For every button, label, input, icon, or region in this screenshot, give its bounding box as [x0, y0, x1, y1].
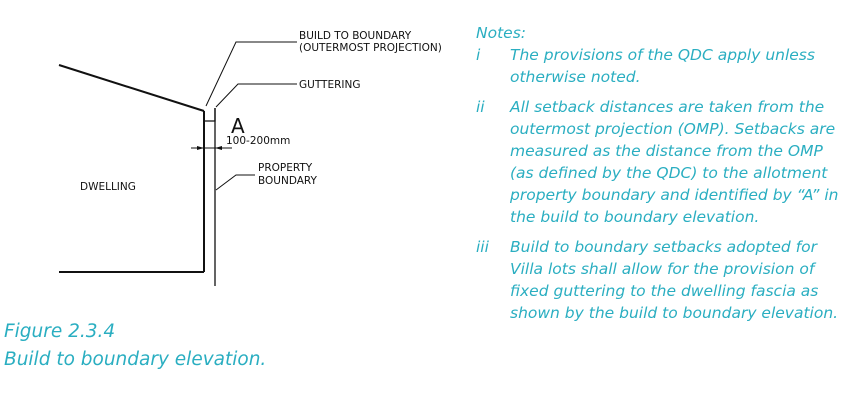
- note-text: The provisions of the QDC apply unless o…: [510, 46, 815, 86]
- leader-build-to-boundary: [205, 41, 297, 107]
- note-text: Build to boundary setbacks adopted for V…: [510, 238, 839, 322]
- note-text: All setback distances are taken from the…: [510, 98, 839, 226]
- label-guttering: GUTTERING: [299, 79, 360, 91]
- label-dimension: 100-200mm: [226, 135, 290, 147]
- figure-number: Figure 2.3.4: [4, 321, 116, 342]
- note-number: i: [476, 46, 481, 64]
- roof-line: [58, 64, 205, 112]
- leader-guttering: [215, 83, 297, 108]
- note-item: i The provisions of the QDC apply unless…: [476, 44, 846, 88]
- figure-title: Build to boundary elevation.: [4, 349, 267, 370]
- note-number: ii: [476, 98, 485, 116]
- label-build-to-boundary: BUILD TO BOUNDARY: [299, 30, 412, 42]
- notes-panel: Notes: i The provisions of the QDC apply…: [476, 22, 846, 332]
- dimension-arrow-left: [197, 146, 204, 150]
- note-item: iii Build to boundary setbacks adopted f…: [476, 236, 846, 324]
- dimension-arrow-right: [215, 146, 222, 150]
- gutter-shape: [203, 108, 216, 122]
- label-boundary: BOUNDARY: [258, 175, 318, 187]
- build-to-boundary-diagram: BUILD TO BOUNDARY (OUTERMOST PROJECTION)…: [58, 30, 442, 286]
- note-item: ii All setback distances are taken from …: [476, 96, 846, 228]
- notes-title: Notes:: [476, 24, 526, 42]
- leader-property-boundary: [215, 174, 255, 191]
- note-number: iii: [476, 238, 489, 256]
- figure-caption: Figure 2.3.4 Build to boundary elevation…: [4, 318, 266, 374]
- label-outermost-projection: (OUTERMOST PROJECTION): [299, 42, 442, 54]
- label-property: PROPERTY: [258, 162, 313, 174]
- label-a: A: [231, 114, 245, 138]
- label-dwelling: DWELLING: [80, 181, 136, 193]
